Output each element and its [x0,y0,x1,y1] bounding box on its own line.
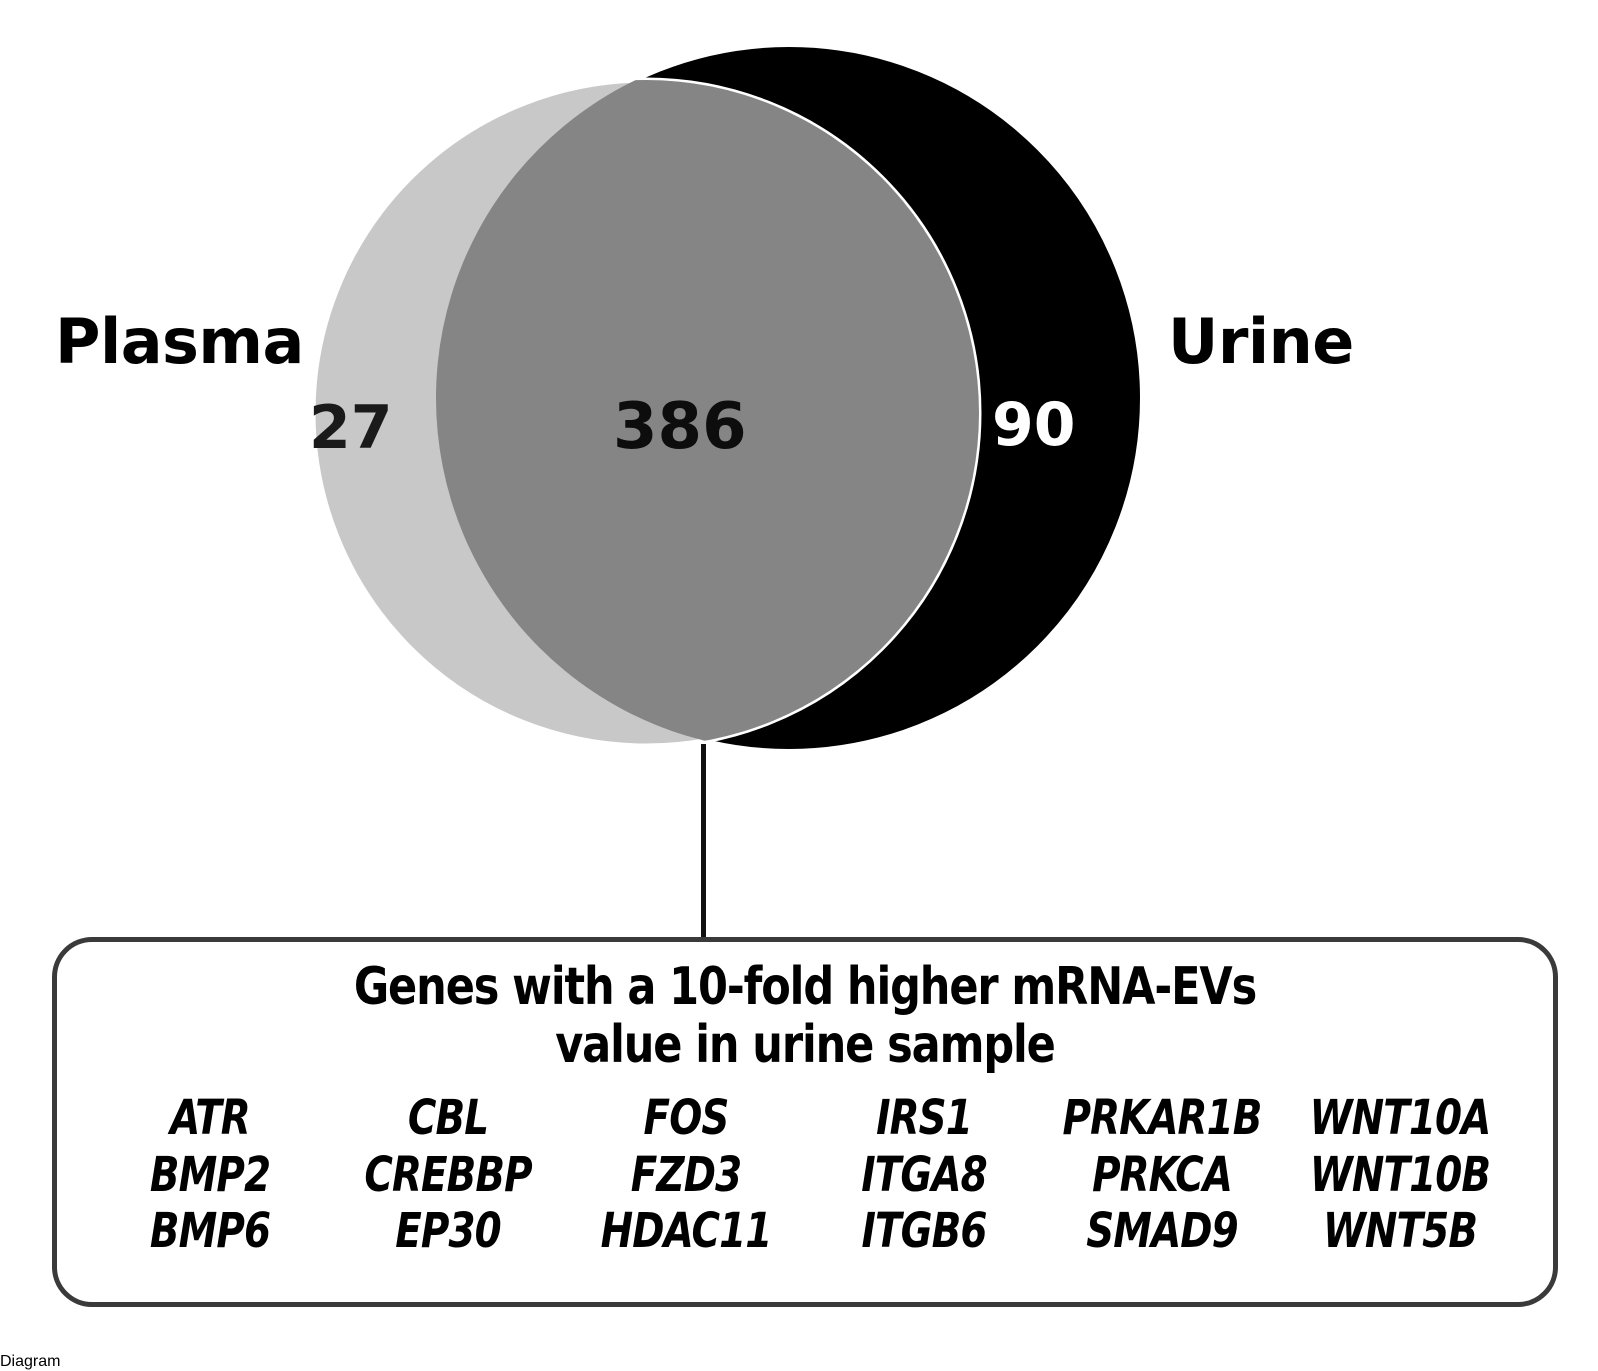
venn-diagram: Plasma Urine 27 386 90 [55,43,1354,753]
gene-item: ATR [170,1090,251,1147]
venn-label-plasma: Plasma [55,305,304,378]
venn-count-plasma-only: 27 [309,393,393,463]
gene-item: ITGB6 [861,1202,987,1259]
gene-item: HDAC11 [600,1202,773,1259]
gene-item: CREBBP [364,1146,532,1203]
gene-callout-title: Genes with a 10-fold higher mRNA-EVs val… [117,957,1493,1076]
gene-item: EP30 [395,1202,501,1259]
gene-item: WNT10B [1309,1146,1491,1203]
venn-circles [313,45,1142,751]
gene-list-grid: ATR CBL FOS IRS1 PRKAR1B WNT10A BMP2 CRE… [57,1090,1553,1258]
gene-item: IRS1 [876,1090,973,1147]
gene-item: PRKCA [1092,1146,1233,1203]
venn-count-urine-only: 90 [992,390,1076,460]
gene-item: BMP2 [149,1146,271,1203]
venn-label-urine: Urine [1168,305,1354,378]
gene-item: WNT5B [1322,1202,1478,1259]
venn-count-intersection: 386 [613,390,747,464]
callout-connector-line [701,744,706,944]
gene-item: PRKAR1B [1062,1090,1263,1147]
gene-item: SMAD9 [1086,1202,1238,1259]
gene-callout-title-line-1: Genes with a 10-fold higher mRNA-EVs [353,957,1257,1017]
gene-item: CBL [407,1090,489,1147]
gene-item: WNT10A [1309,1090,1492,1147]
gene-item: FZD3 [630,1146,742,1203]
gene-item: FOS [643,1090,730,1147]
gene-item: BMP6 [149,1202,271,1259]
gene-callout-box: Genes with a 10-fold higher mRNA-EVs val… [52,937,1558,1307]
gene-item: ITGA8 [861,1146,987,1203]
gene-callout-title-line-2: value in urine sample [555,1015,1056,1076]
